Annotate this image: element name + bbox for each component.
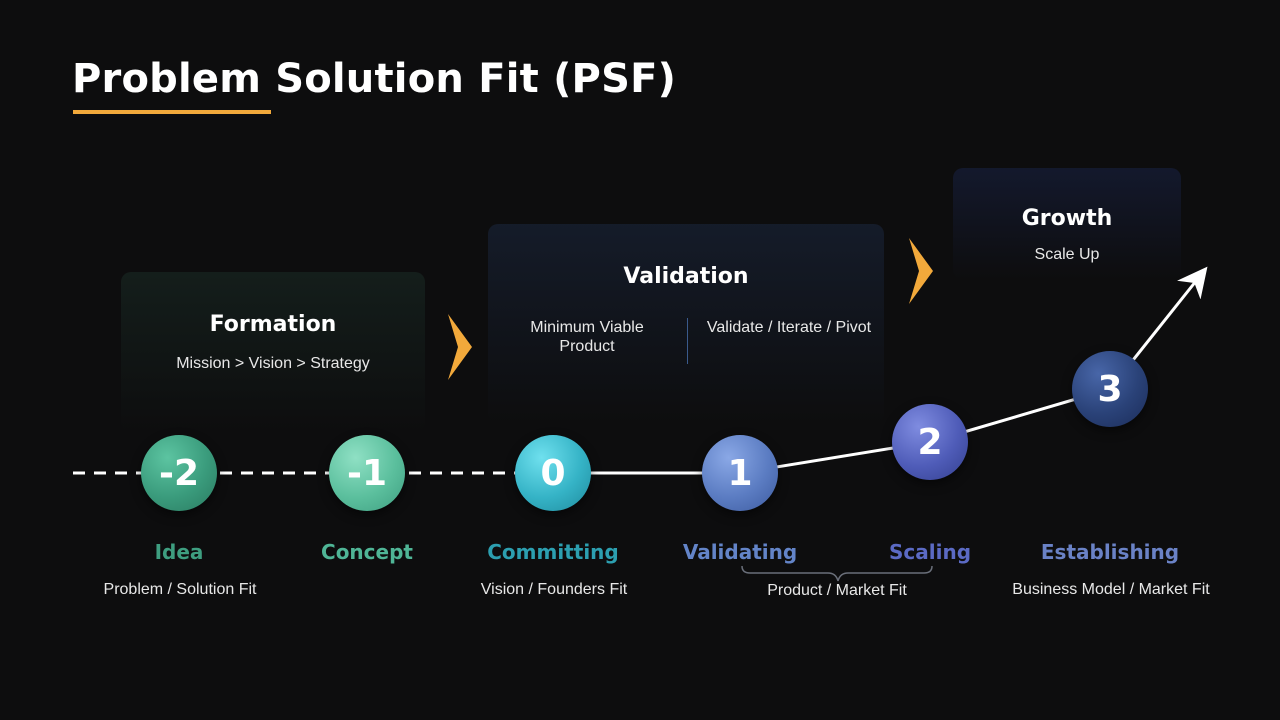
stage-node-scaling: 2 [892,404,968,480]
chevron-right-icon [909,238,933,304]
stage-node-idea: -2 [141,435,217,511]
stage-node-committing: 0 [515,435,591,511]
stage-label-concept: Concept [321,540,413,564]
growth-subtitle: Scale Up [1034,246,1100,263]
stage-node-validating: 1 [702,435,778,511]
stage-node-establishing: 3 [1072,351,1148,427]
validation-mvp: Minimum Viable Product [530,319,644,355]
validation-iterate: Validate / Iterate / Pivot [706,319,872,336]
formation-subtitle: Mission > Vision > Strategy [176,355,370,372]
chevron-right-icon [448,314,472,380]
stage-label-idea: Idea [154,540,204,564]
growth-title: Growth [1021,206,1113,231]
stage-label-establishing: Establishing [1040,540,1180,564]
formation-panel: Formation Mission > Vision > Strategy [121,272,425,432]
stage-label-scaling: Scaling [888,540,972,564]
stage-node-concept: -1 [329,435,405,511]
stage-label-validating: Validating [682,540,798,564]
growth-panel: Growth Scale Up [953,168,1181,280]
product-market-brace [741,565,933,582]
validation-title: Validation [623,264,749,289]
fit-label-business-model-market: Business Model / Market Fit [1012,581,1210,598]
title-underline [73,110,271,114]
fit-label-problem-solution: Problem / Solution Fit [103,581,257,598]
formation-title: Formation [209,312,337,337]
stage-label-committing: Committing [487,540,619,564]
fit-label-vision-founders: Vision / Founders Fit [480,581,628,598]
validation-divider [687,318,688,364]
validation-panel: Validation Minimum Viable Product Valida… [488,224,884,424]
fit-label-product-market: Product / Market Fit [767,582,907,599]
page-title: Problem Solution Fit (PSF) [72,56,677,102]
